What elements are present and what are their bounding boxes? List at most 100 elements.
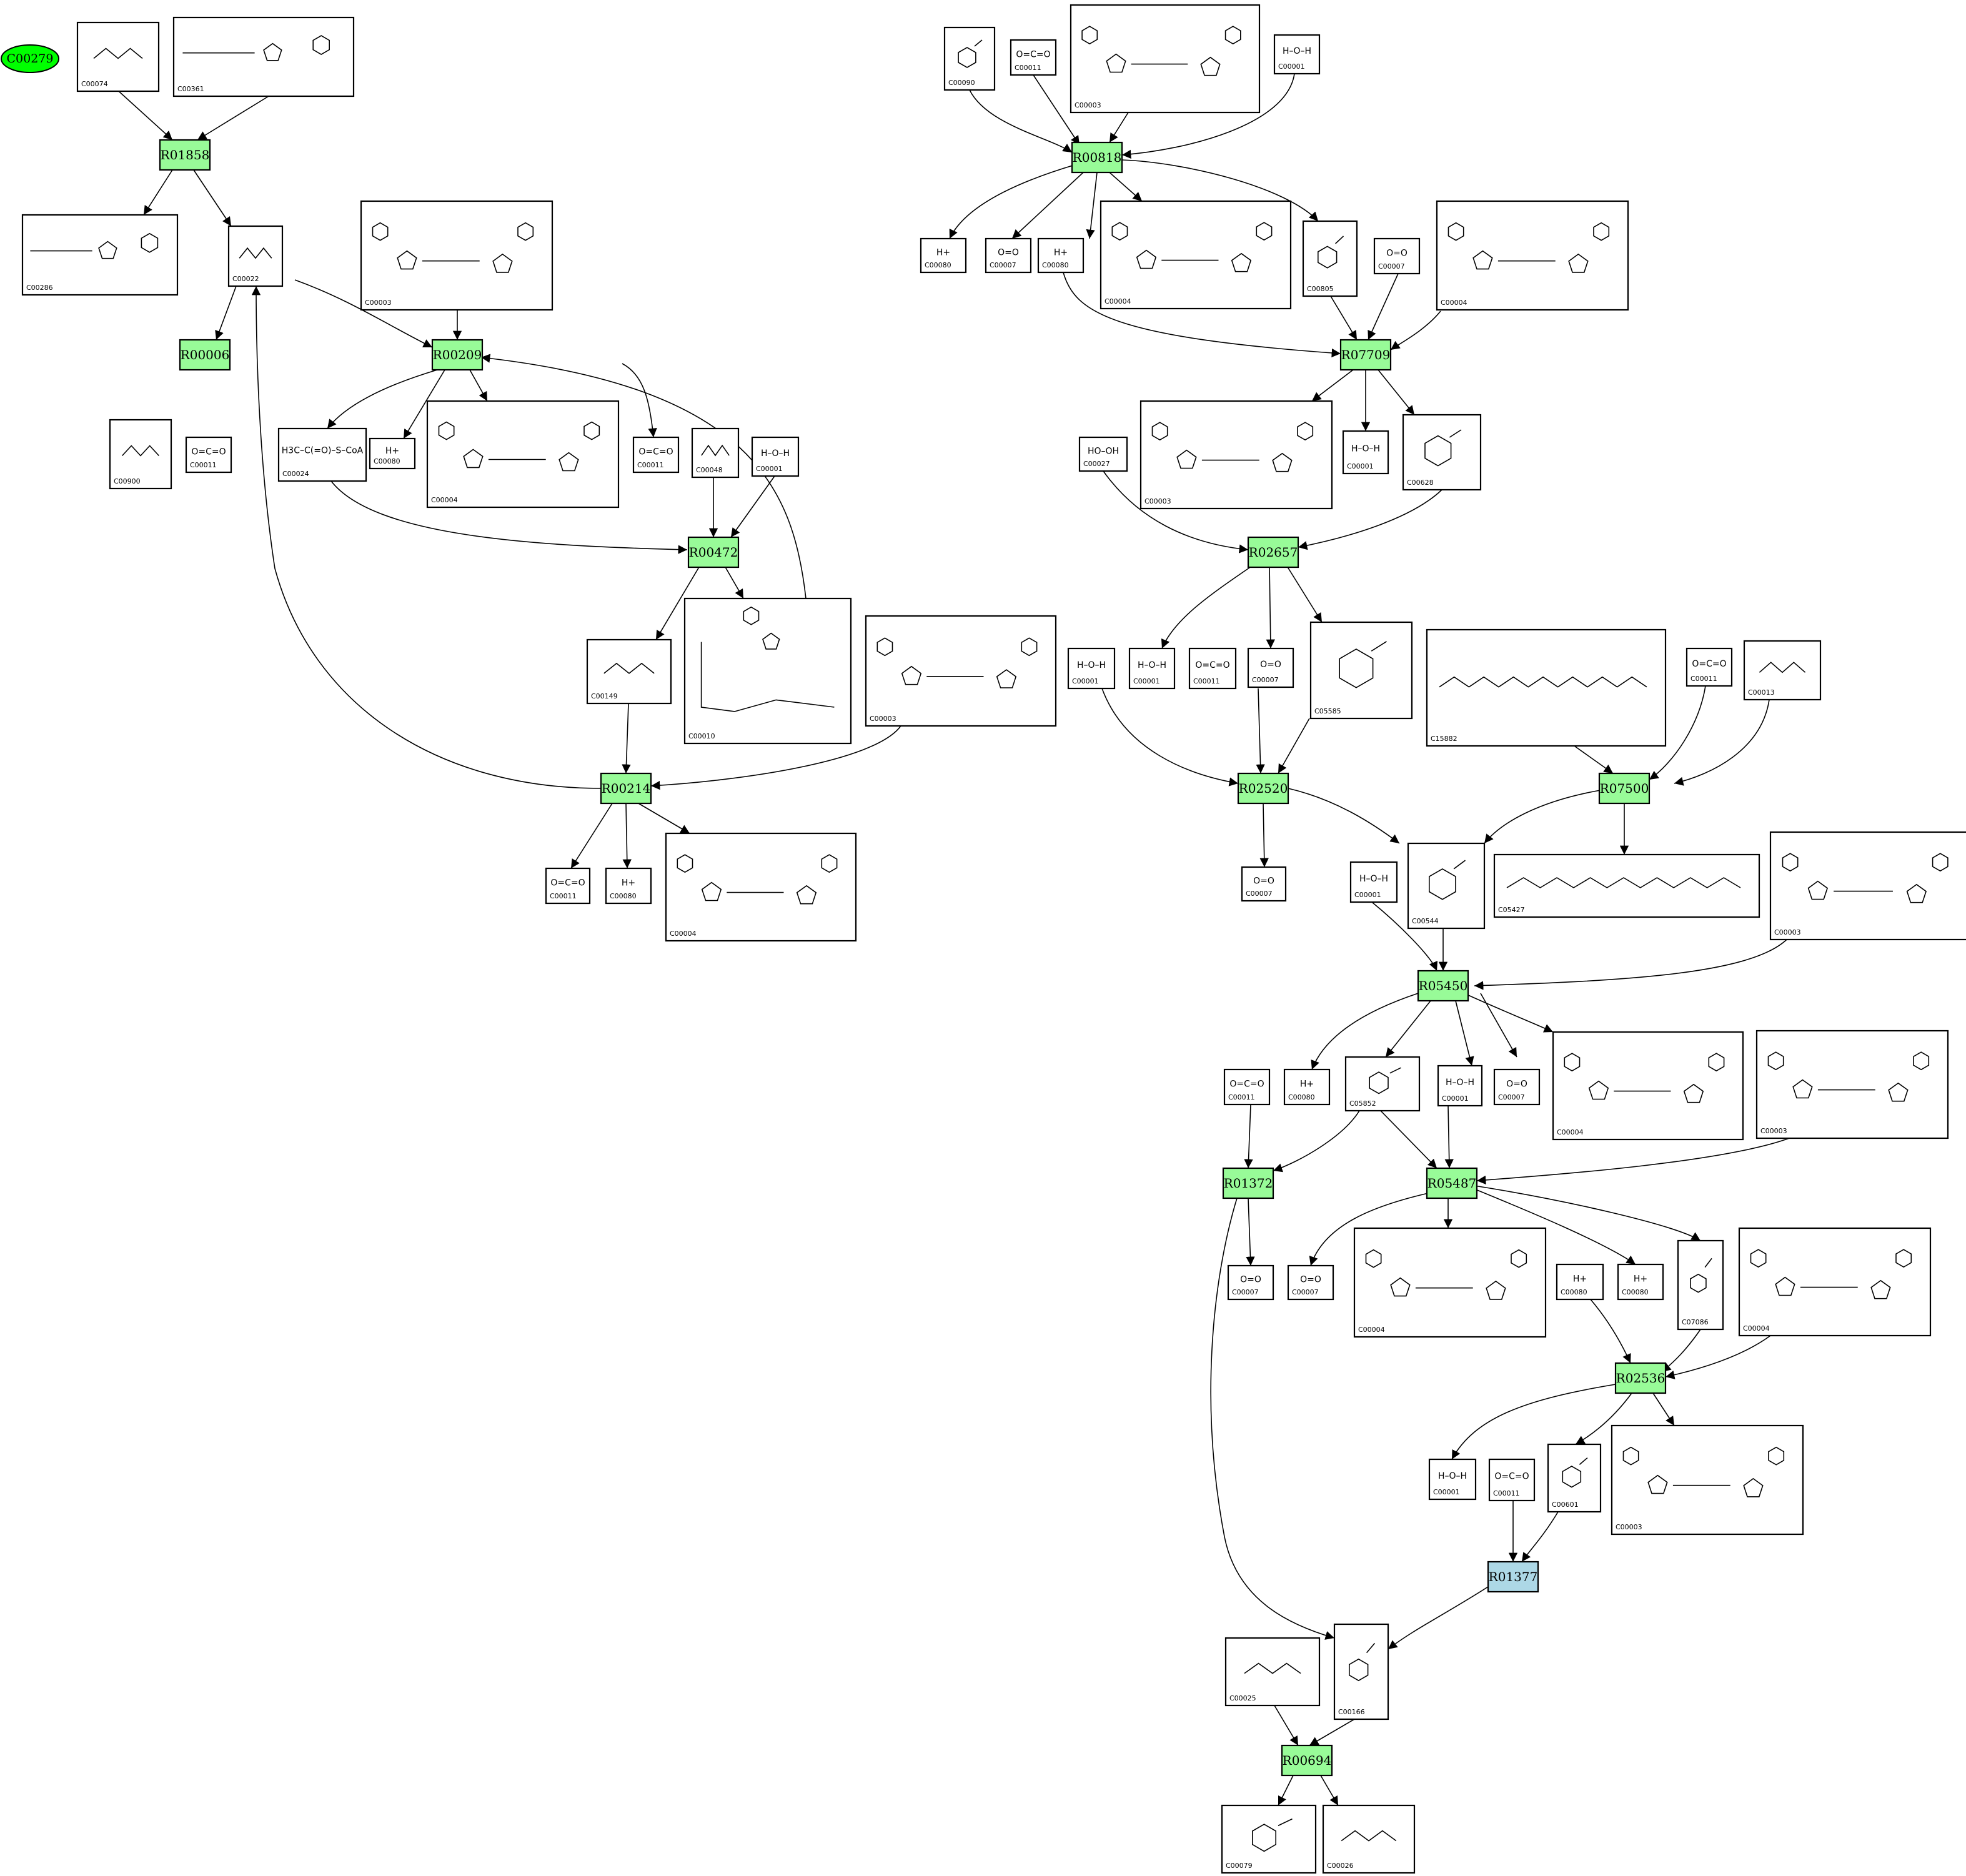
compound-C00004[interactable]: C00004	[426, 400, 620, 509]
compound-C00080[interactable]: H+C00080	[605, 867, 652, 905]
reaction-R05487[interactable]: R05487	[1426, 1167, 1478, 1199]
compound-C00004[interactable]: C00004	[1436, 200, 1629, 311]
reaction-R00694[interactable]: R00694	[1281, 1744, 1333, 1777]
compound-box	[1556, 1263, 1604, 1301]
start-node[interactable]	[1, 44, 59, 73]
compound-C00003[interactable]: C00003	[1139, 400, 1333, 510]
reaction-R00818[interactable]: R00818	[1071, 141, 1123, 174]
compound-C00010[interactable]: C00010	[683, 597, 852, 745]
reaction-R01372[interactable]: R01372	[1222, 1167, 1274, 1199]
compound-C00080[interactable]: H+C00080	[1617, 1263, 1664, 1301]
reaction-R05450[interactable]: R05450	[1417, 970, 1469, 1002]
compound-C00079[interactable]: C00079	[1221, 1804, 1317, 1874]
reaction-R01377[interactable]: R01377	[1487, 1561, 1539, 1593]
compound-box	[1188, 647, 1237, 690]
compound-C00074[interactable]: C00074	[76, 21, 160, 92]
compound-C00080[interactable]: H+C00080	[1556, 1263, 1604, 1301]
reaction-R00214[interactable]: R00214	[600, 772, 652, 805]
compound-C05585[interactable]: C05585	[1309, 621, 1413, 720]
compound-C00004[interactable]: C00004	[1100, 200, 1292, 310]
reaction-R02536[interactable]: R02536	[1614, 1362, 1667, 1394]
reaction-R00006[interactable]: R00006	[179, 339, 231, 371]
reaction-edge-44	[1101, 688, 1239, 787]
compound-C00003[interactable]: C00003	[360, 200, 554, 311]
compound-C00004[interactable]: C00004	[1552, 1031, 1744, 1141]
reaction-R02520[interactable]: R02520	[1237, 772, 1289, 805]
compound-id: C00001	[756, 465, 783, 473]
reaction-edge-1	[197, 96, 269, 141]
compound-C00361[interactable]: C00361	[172, 16, 355, 97]
compound-C00004[interactable]: C00004	[665, 832, 857, 942]
reaction-edge-60	[1455, 1000, 1474, 1066]
compound-C00004[interactable]: C00004	[1353, 1227, 1547, 1338]
reaction-R07500[interactable]: R07500	[1598, 772, 1651, 805]
compound-C00003[interactable]: C00003	[865, 615, 1057, 727]
compound-C00003[interactable]: C00003	[1755, 1030, 1949, 1139]
compound-C00149[interactable]: C00149	[586, 638, 672, 705]
compound-C00080[interactable]: H+C00080	[920, 237, 967, 274]
compound-C00080[interactable]: H+C00080	[369, 437, 416, 470]
compound-box	[1617, 1263, 1664, 1301]
compound-box	[1273, 34, 1321, 75]
compound-C05427[interactable]: C05427	[1493, 853, 1760, 918]
compound-id: C00003	[1144, 497, 1171, 505]
compound-C00013[interactable]: C00013	[1743, 640, 1822, 701]
compound-id: C00011	[1493, 1489, 1520, 1497]
compound-C00004[interactable]: C00004	[1738, 1227, 1932, 1337]
compound-C00286[interactable]: C00286	[21, 214, 179, 296]
reaction-edge-14	[480, 354, 807, 599]
compound-C00048[interactable]: C00048	[691, 427, 740, 479]
compound-C00026[interactable]: C00026	[1322, 1804, 1416, 1874]
compound-formula: O=C=O	[638, 447, 673, 457]
compound-C00166[interactable]: C00166	[1333, 1623, 1389, 1720]
compound-C00805[interactable]: C00805	[1302, 220, 1358, 297]
reaction-R01858[interactable]: R01858	[159, 139, 211, 171]
compound-C00003[interactable]: C00003	[1769, 831, 1966, 941]
reaction-R07709[interactable]: R07709	[1339, 339, 1392, 371]
compound-C00003[interactable]: C00003	[1611, 1424, 1804, 1536]
reaction-R00472[interactable]: R00472	[687, 536, 740, 568]
compound-C00080[interactable]: H+C00080	[1037, 237, 1085, 274]
compound-id: C00011	[550, 892, 577, 900]
compound-C00628[interactable]: C00628	[1402, 414, 1482, 491]
reaction-R02657[interactable]: R02657	[1247, 536, 1299, 568]
compound-C07086[interactable]: C07086	[1677, 1239, 1724, 1331]
compound-C15882[interactable]: C15882	[1426, 628, 1667, 747]
compound-C00022[interactable]: C00022	[227, 225, 284, 287]
compound-C00601[interactable]: C00601	[1547, 1443, 1602, 1513]
compound-C00003[interactable]: C00003	[1070, 4, 1261, 114]
compound-C05852[interactable]: C05852	[1344, 1056, 1421, 1112]
compound-id: C00048	[696, 466, 723, 474]
compound-C00090[interactable]: C00090	[943, 26, 996, 91]
compound-C00544[interactable]: C00544	[1407, 842, 1486, 930]
compound-C00025[interactable]: C00025	[1224, 1637, 1321, 1707]
reaction-R00209[interactable]: R00209	[431, 339, 484, 371]
compound-C00900[interactable]: C00900	[109, 419, 172, 490]
compound-C00080[interactable]: H+C00080	[1283, 1068, 1331, 1106]
